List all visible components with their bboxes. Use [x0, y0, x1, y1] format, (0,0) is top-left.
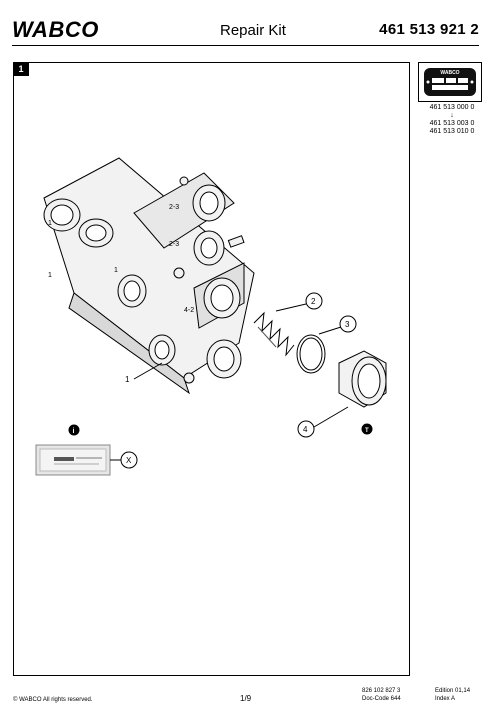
spring-part [253, 311, 295, 357]
port-label: 2-3 [169, 204, 179, 211]
doc-code: Doc-Code 644 [362, 696, 401, 702]
page-number: 1/9 [240, 694, 252, 703]
callout-x: X [126, 456, 132, 465]
o-ring-part [296, 334, 326, 374]
port-label: 4-2 [184, 307, 194, 314]
callout-4: 4 [303, 425, 308, 434]
port-label: 1 [48, 272, 52, 279]
page-title: Repair Kit [220, 22, 286, 39]
doc-number: 826 102 827 3 [362, 688, 401, 694]
grease-packet-icon [35, 444, 111, 476]
variant-arrow: ↓ [450, 112, 454, 119]
leader-line [133, 362, 163, 380]
page-badge: 1 [13, 62, 29, 76]
variant-second: 461 513 003 0 [429, 120, 475, 127]
callout-4-circle [297, 420, 315, 438]
leader-line [275, 303, 307, 312]
callout-1: 1 [125, 375, 130, 384]
port-label: 1 [48, 220, 52, 227]
exploded-view-diagram: 1 1 2-3 2-3 4-2 1 1 2 3 4 T i X [35, 157, 387, 476]
valve-body [43, 157, 255, 395]
variant-third: 461 513 010 0 [429, 128, 475, 135]
plug-part [338, 350, 387, 408]
index: Index A [435, 696, 456, 702]
port-label: 2-3 [169, 241, 179, 248]
nameplate-logo: WABCO [440, 70, 460, 76]
callout-3: 3 [345, 320, 350, 329]
callout-x-circle [120, 451, 138, 469]
part-number: 461 513 921 2 [379, 21, 479, 38]
variant-first: 461 513 000 0 [429, 104, 475, 111]
callout-3-circle [339, 315, 357, 333]
variant-list: 461 513 000 0 ↓ 461 513 003 0 461 513 01… [420, 104, 484, 136]
info-symbol: i [73, 428, 75, 435]
edition: Edition 01,14 [435, 688, 471, 694]
port-label: 1 [114, 267, 118, 274]
info-icon [68, 424, 80, 436]
leader-line [318, 326, 342, 335]
header-divider [12, 45, 479, 46]
callout-2-circle [305, 292, 323, 310]
tool-symbol: T [365, 428, 369, 434]
tool-icon [361, 423, 373, 435]
diagram-frame [13, 62, 410, 676]
nameplate-box: WABCO [418, 62, 482, 102]
callout-2: 2 [311, 297, 316, 306]
leader-line [313, 406, 349, 428]
brand-logo: WABCO [12, 17, 99, 42]
nameplate-icon: WABCO [424, 68, 476, 96]
nameplate-fields-icon [426, 78, 474, 90]
copyright: © WABCO All rights reserved. [13, 697, 93, 703]
